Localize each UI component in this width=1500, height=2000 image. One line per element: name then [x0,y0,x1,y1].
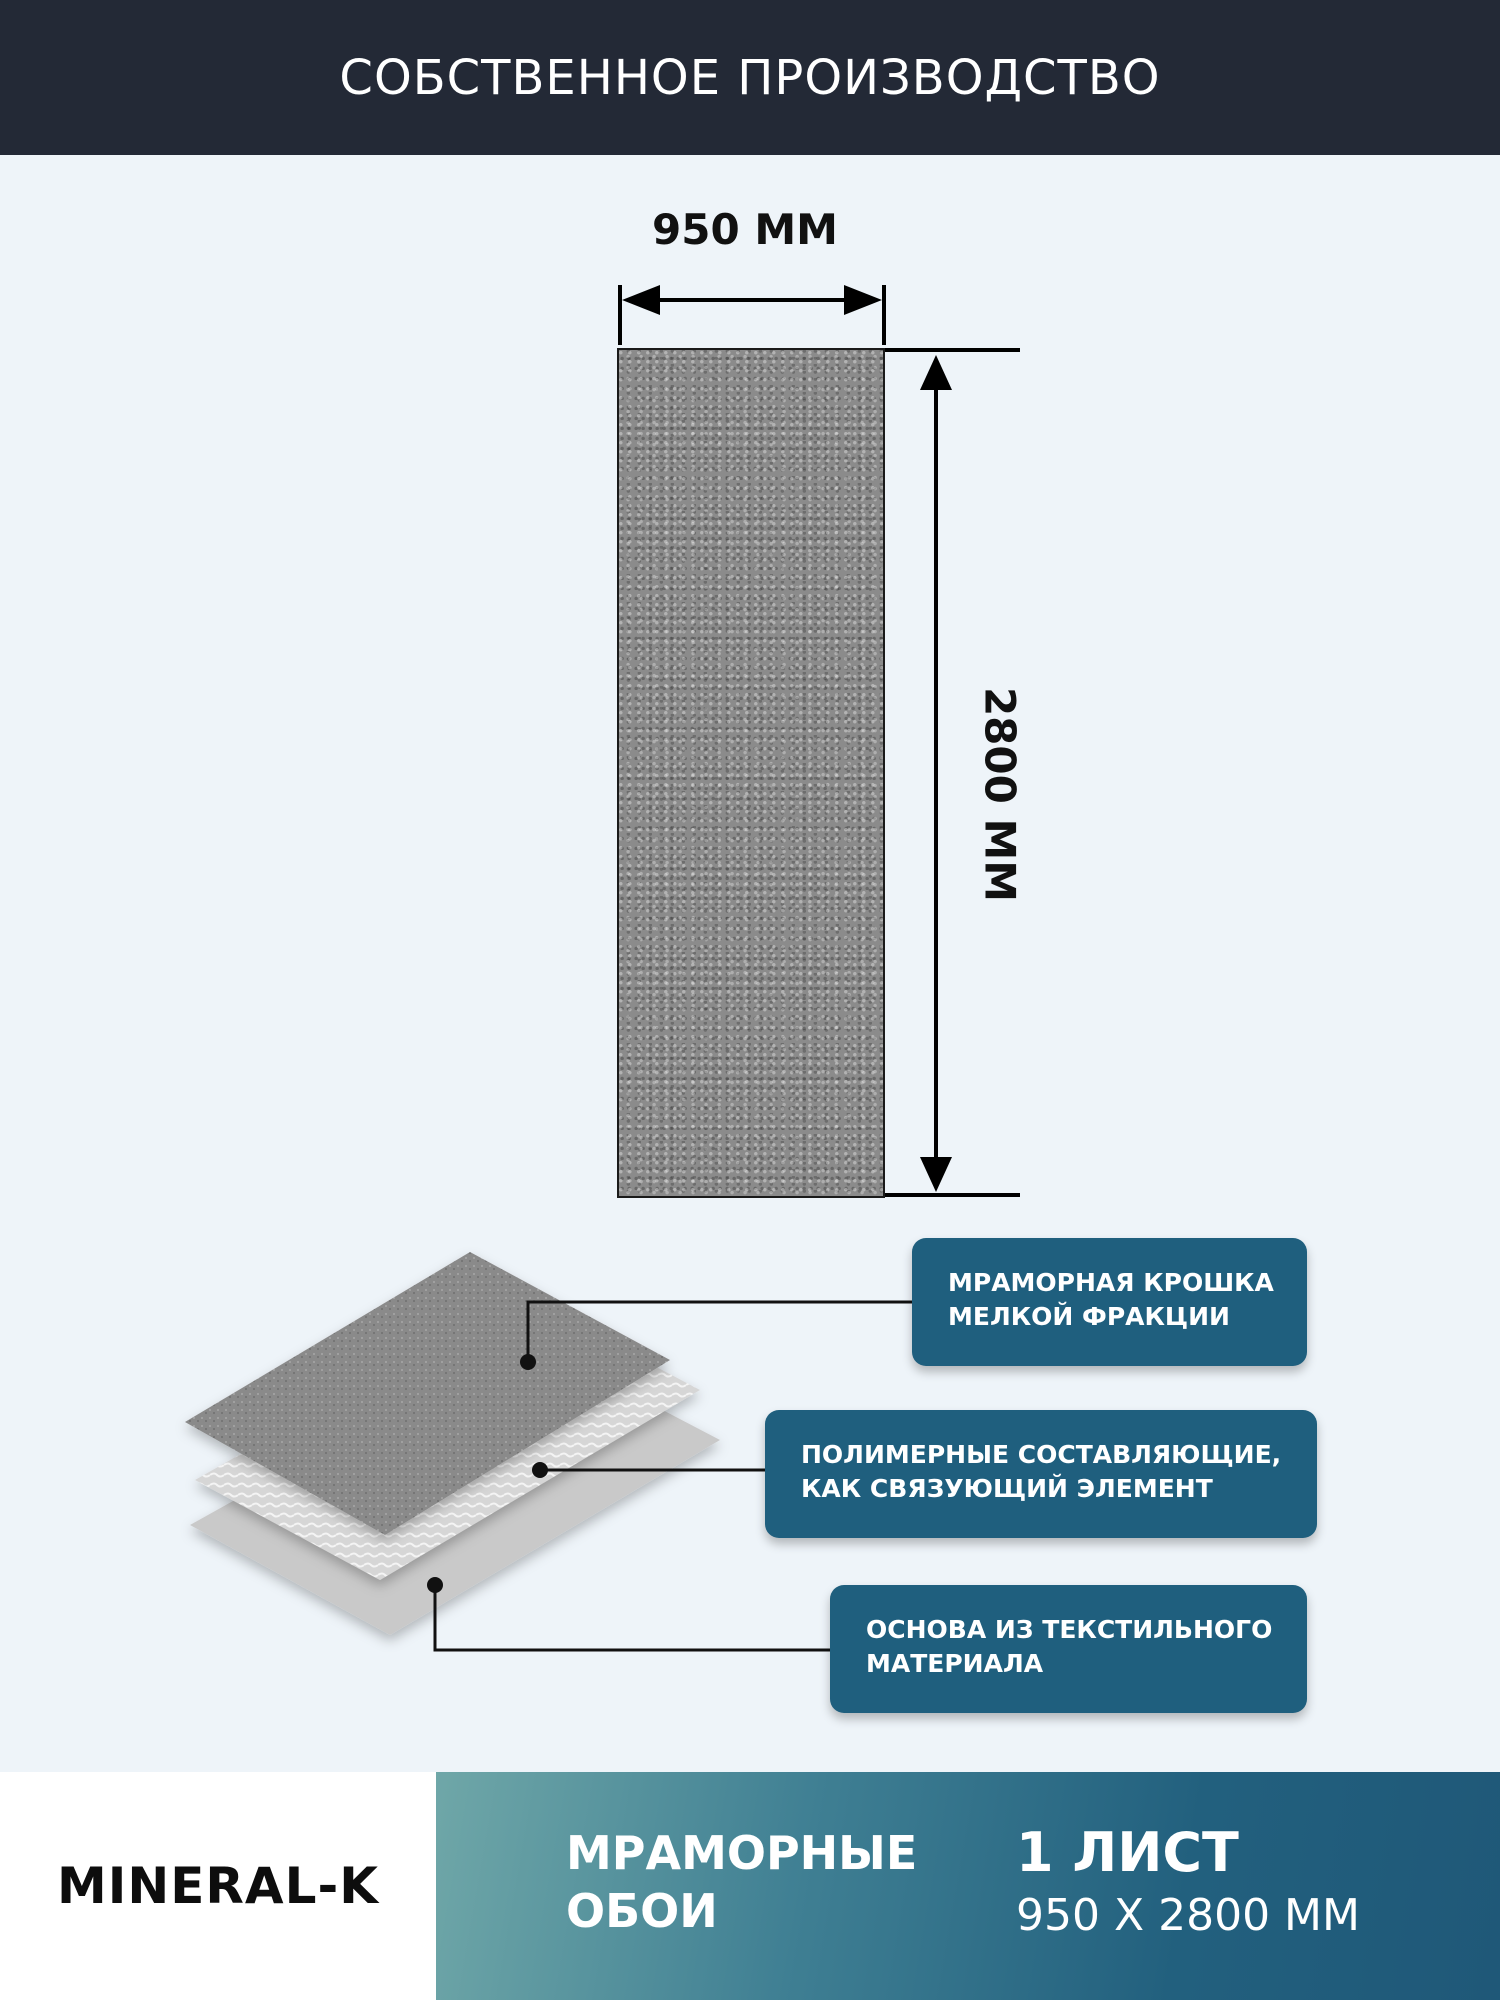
callout-2-line1: ПОЛИМЕРНЫЕ СОСТАВЛЯЮЩИЕ, [801,1440,1282,1469]
size-label: 950 X 2800 ММ [1016,1890,1360,1941]
product-name: МРАМОРНЫЕ ОБОИ [566,1824,917,1940]
callout-1-line1: МРАМОРНАЯ КРОШКА [948,1268,1274,1297]
footer-brand-area: MINERAL-K [0,1772,436,2000]
quantity-label: 1 ЛИСТ [1016,1821,1239,1884]
width-label: 950 ММ [652,205,838,254]
header-bar: СОБСТВЕННОЕ ПРОИЗВОДСТВО [0,0,1500,155]
connector-1 [526,1300,912,1362]
callout-3-line2: МАТЕРИАЛА [866,1649,1044,1678]
dimension-lines [618,285,1020,1197]
callout-polymer: ПОЛИМЕРНЫЕ СОСТАВЛЯЮЩИЕ, КАК СВЯЗУЮЩИЙ Э… [765,1410,1317,1538]
wallpaper-panel [617,348,885,1198]
marker-dot-3 [427,1577,443,1593]
header-title: СОБСТВЕННОЕ ПРОИЗВОДСТВО [339,49,1161,106]
callout-1-line2: МЕЛКОЙ ФРАКЦИИ [948,1302,1230,1331]
product-line-2: ОБОИ [566,1884,718,1938]
product-line-1: МРАМОРНЫЕ [566,1826,918,1880]
marker-dot-1 [520,1354,536,1370]
callout-textile: ОСНОВА ИЗ ТЕКСТИЛЬНОГО МАТЕРИАЛА [830,1585,1307,1713]
marker-dot-2 [532,1462,548,1478]
callout-3-line1: ОСНОВА ИЗ ТЕКСТИЛЬНОГО [866,1615,1273,1644]
callout-2-line2: КАК СВЯЗУЮЩИЙ ЭЛЕМЕНТ [801,1474,1213,1503]
connector-3 [433,1585,830,1652]
callout-marble-chips: МРАМОРНАЯ КРОШКА МЕЛКОЙ ФРАКЦИИ [912,1238,1307,1366]
height-arrow-bottom [920,1157,952,1192]
width-arrow-right [844,285,882,315]
width-arrow-left [622,285,660,315]
layers-illustration [185,1252,912,1652]
brand-logo: MINERAL-K [57,1857,379,1915]
height-arrow-top [920,355,952,390]
layer-marble [185,1252,670,1535]
footer-info-bar: МРАМОРНЫЕ ОБОИ 1 ЛИСТ 950 X 2800 ММ [436,1772,1500,2000]
